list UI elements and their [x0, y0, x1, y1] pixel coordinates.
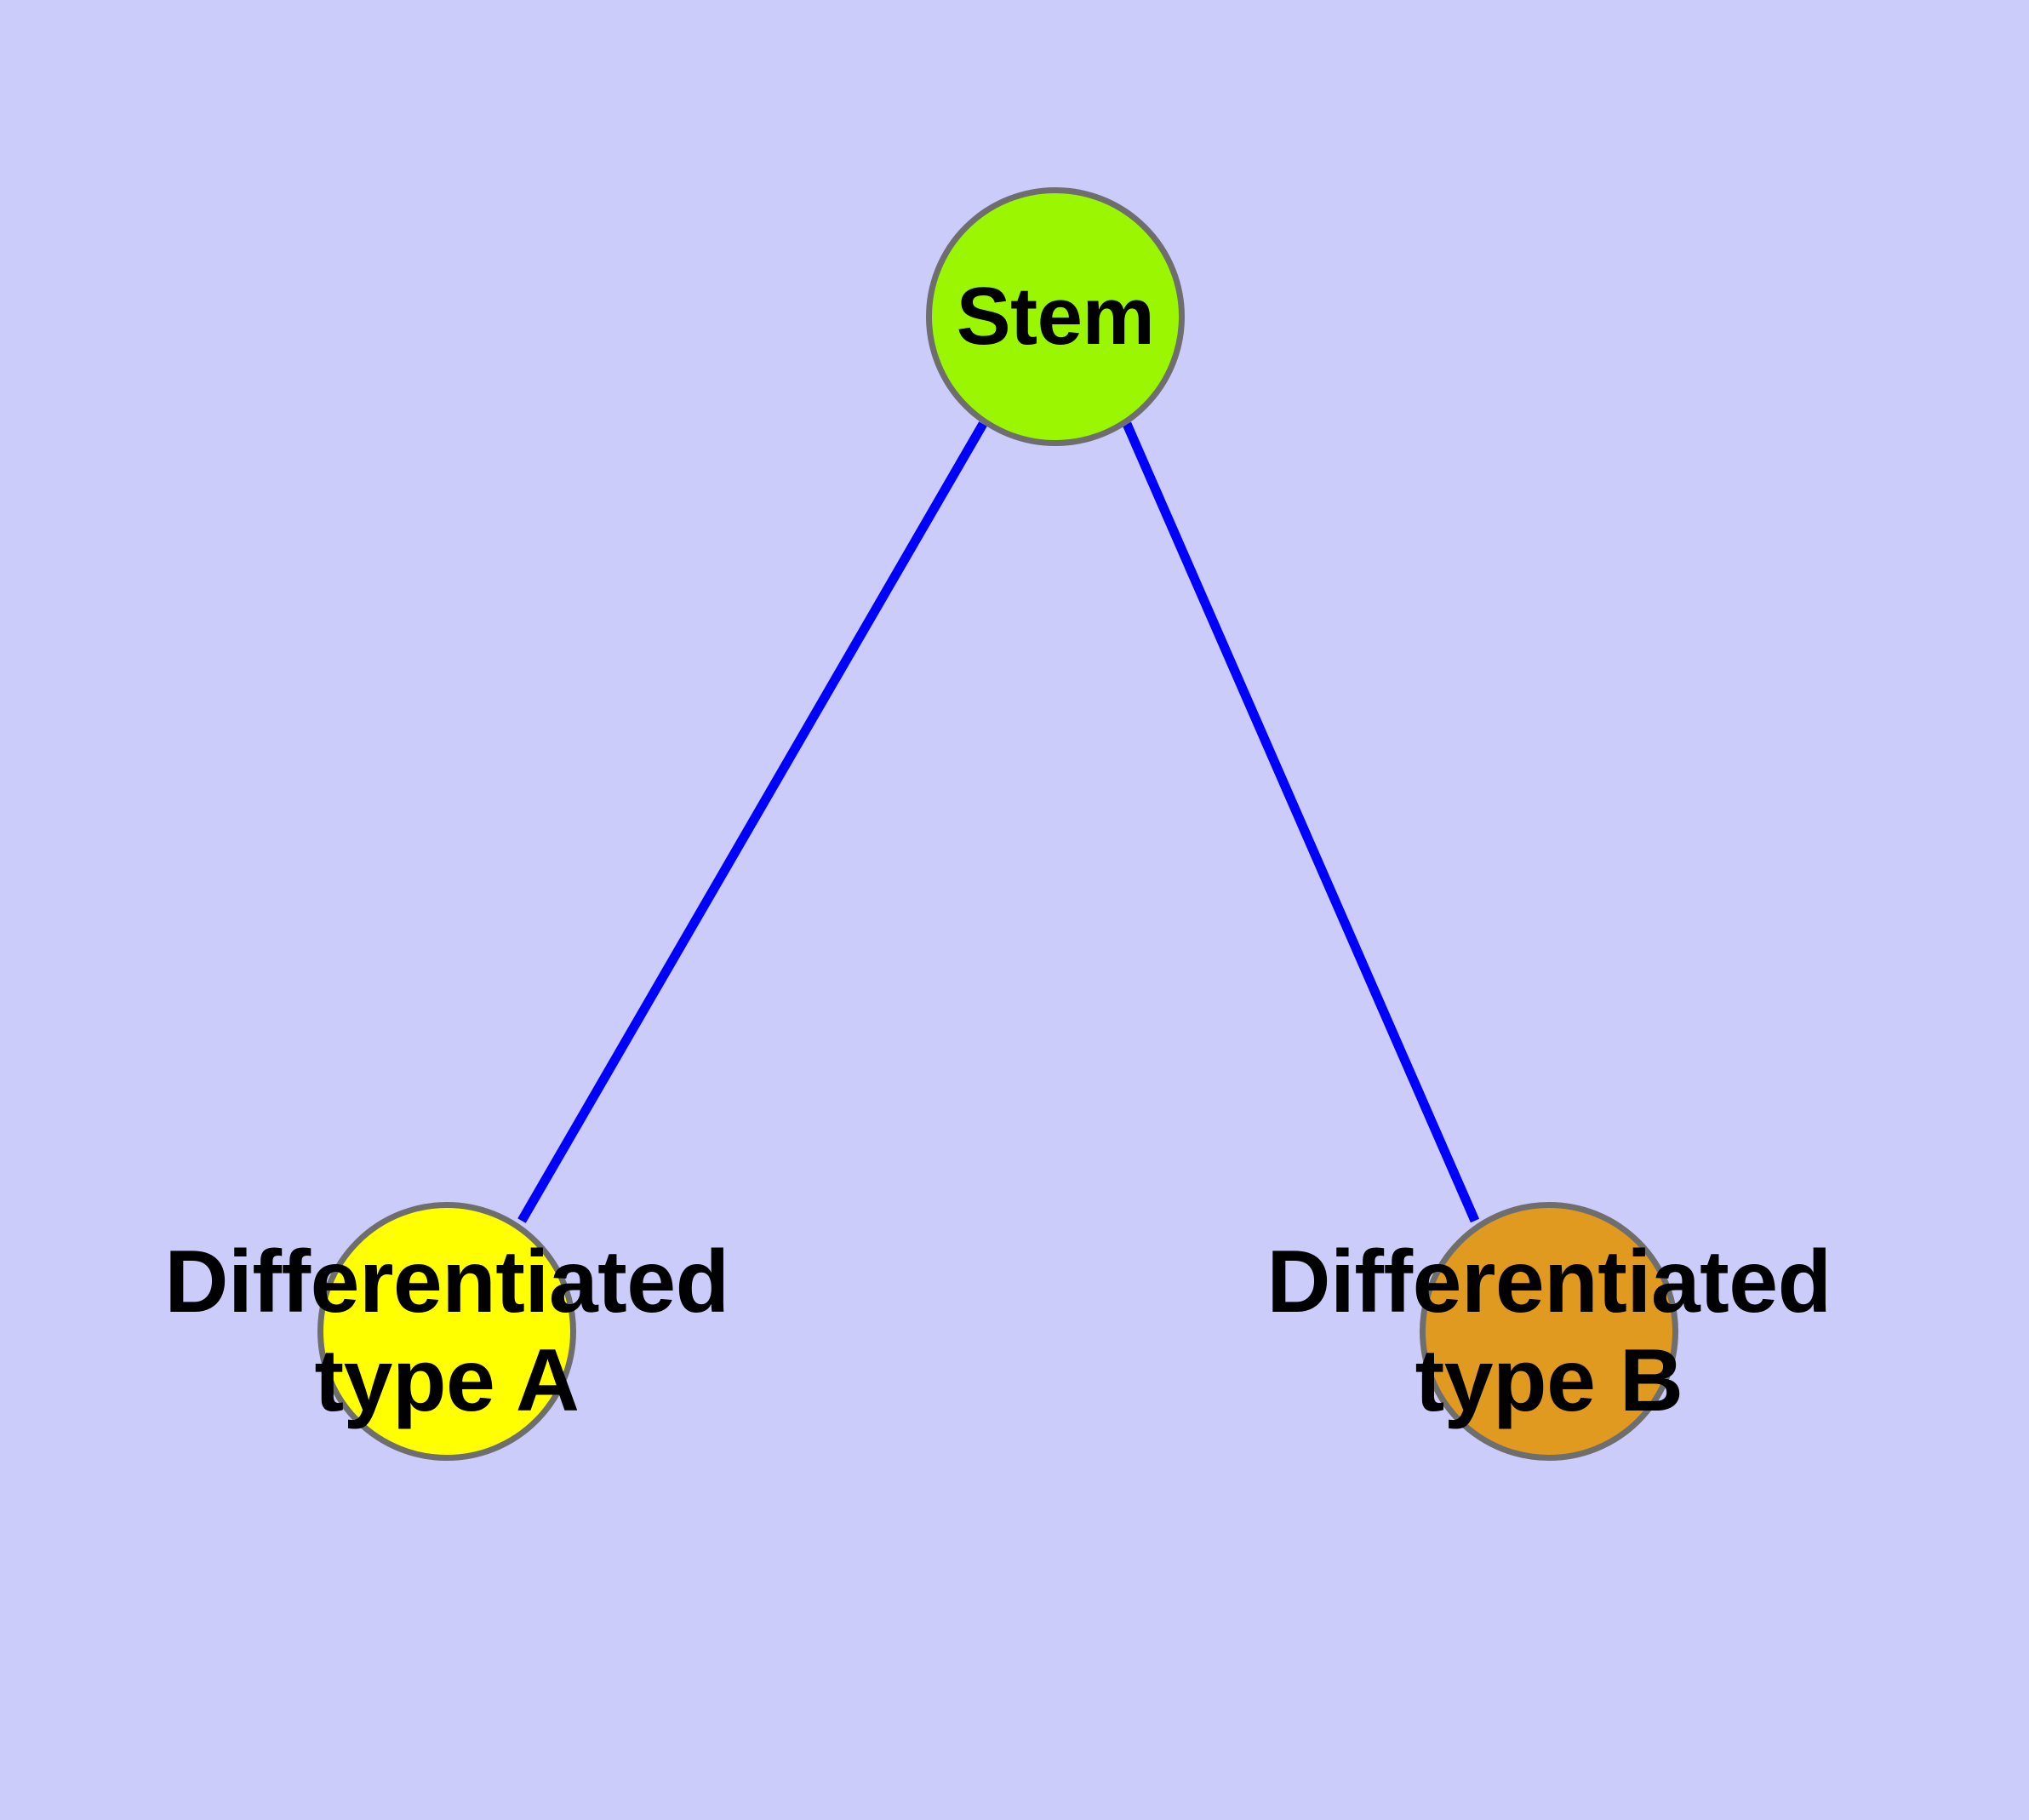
- node-differentiated-type-a[interactable]: [317, 1202, 576, 1461]
- edge-stem-to-diff-b[interactable]: [1122, 421, 1480, 1223]
- node-label-differentiated-type-a: Differentiated type A: [164, 1232, 729, 1430]
- node-differentiated-type-b[interactable]: [1420, 1202, 1678, 1461]
- node-label-stem: Stem: [956, 271, 1155, 362]
- node-stem[interactable]: [926, 187, 1185, 446]
- edge-stem-to-diff-a[interactable]: [517, 421, 987, 1223]
- node-label-differentiated-type-b: Differentiated type B: [1266, 1232, 1832, 1430]
